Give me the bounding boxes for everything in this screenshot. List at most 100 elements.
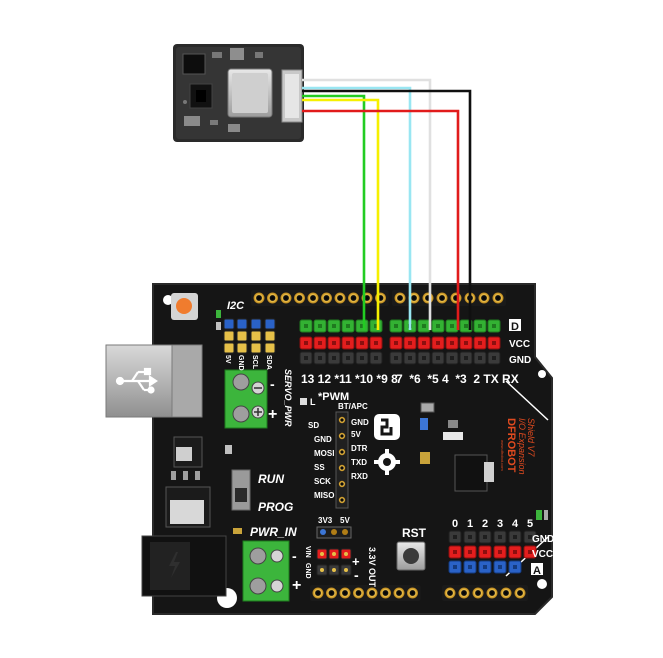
jumper-wire bbox=[302, 86, 412, 330]
analog-number: 5 bbox=[527, 518, 533, 530]
analog-header[interactable] bbox=[448, 530, 537, 574]
header-pin[interactable] bbox=[394, 292, 406, 304]
resistor bbox=[443, 432, 463, 440]
dc-jack bbox=[141, 535, 227, 597]
header-pin[interactable] bbox=[486, 587, 498, 599]
website-label: www.dfrobot.com bbox=[500, 440, 505, 471]
jumper-wire bbox=[302, 89, 472, 330]
i2c-pin-label: 5V bbox=[224, 355, 231, 364]
i2c-pin[interactable] bbox=[250, 318, 262, 330]
header-pin[interactable] bbox=[312, 587, 324, 599]
jumper-3v3-label: 3V3 bbox=[318, 516, 333, 525]
i2c-pin[interactable] bbox=[236, 318, 248, 330]
digital-numbers-left: 13 12 *11 *10 *9 8 bbox=[301, 372, 398, 386]
top-header-left[interactable] bbox=[251, 290, 389, 306]
i2c-pin[interactable] bbox=[223, 342, 235, 354]
analog-number: 1 bbox=[467, 518, 473, 530]
wires bbox=[302, 78, 472, 330]
i2c-pin[interactable] bbox=[236, 342, 248, 354]
header-pin[interactable] bbox=[458, 587, 470, 599]
servo-power-terminal[interactable] bbox=[224, 369, 268, 429]
spi-label: GND bbox=[314, 435, 332, 444]
analog-number: 2 bbox=[482, 518, 488, 530]
i2c-pin[interactable] bbox=[264, 342, 276, 354]
led-l bbox=[300, 398, 307, 405]
header-pin[interactable] bbox=[366, 587, 378, 599]
i2c-label: I2C bbox=[227, 300, 245, 312]
bt-pin[interactable] bbox=[338, 416, 346, 424]
bt-pin[interactable] bbox=[338, 496, 346, 504]
analog-number: 3 bbox=[497, 518, 503, 530]
bt-pin[interactable] bbox=[338, 448, 346, 456]
bottom-header-right[interactable] bbox=[442, 585, 528, 601]
header-pin[interactable] bbox=[326, 587, 337, 599]
header-pin[interactable] bbox=[375, 292, 386, 304]
header-pin[interactable] bbox=[514, 587, 526, 599]
bt-pin[interactable] bbox=[338, 464, 346, 472]
out-minus: - bbox=[354, 567, 359, 583]
bt-pin[interactable] bbox=[338, 480, 346, 488]
i2c-pin-label: SCL bbox=[251, 355, 258, 370]
i2c-header[interactable] bbox=[223, 318, 276, 354]
i2c-pin[interactable] bbox=[264, 330, 276, 342]
bt-pin[interactable] bbox=[338, 432, 346, 440]
crystal bbox=[420, 402, 435, 413]
spi-label: SS bbox=[314, 463, 325, 472]
jumper-5v-label: 5V bbox=[340, 516, 350, 525]
header-pin[interactable] bbox=[253, 292, 265, 304]
header-pin[interactable] bbox=[380, 587, 391, 599]
i2c-pin[interactable] bbox=[250, 342, 262, 354]
led-blue bbox=[420, 418, 428, 430]
pwr-minus: - bbox=[292, 548, 297, 564]
bt-apc-label: 5V bbox=[351, 430, 361, 439]
header-pin[interactable] bbox=[444, 587, 456, 599]
header-pin[interactable] bbox=[450, 292, 462, 304]
analog-number: 4 bbox=[512, 518, 519, 530]
header-pin[interactable] bbox=[339, 587, 351, 599]
reset-button-cap[interactable] bbox=[176, 298, 192, 314]
header-pin[interactable] bbox=[436, 292, 448, 304]
header-pin[interactable] bbox=[294, 292, 305, 304]
header-pin[interactable] bbox=[500, 587, 512, 599]
header-pin[interactable] bbox=[348, 292, 359, 304]
out-3v3-label: 3.3V OUT bbox=[367, 547, 377, 588]
rst-button-cap[interactable] bbox=[403, 548, 419, 564]
vin-header[interactable] bbox=[316, 548, 352, 576]
i2c-pin-label: SDA bbox=[265, 355, 272, 370]
header-pin[interactable] bbox=[407, 587, 418, 599]
i2c-pin[interactable] bbox=[250, 330, 262, 342]
header-pin[interactable] bbox=[492, 292, 504, 304]
header-pin[interactable] bbox=[353, 587, 364, 599]
header-pin[interactable] bbox=[307, 292, 319, 304]
header-pin[interactable] bbox=[280, 292, 292, 304]
jumper-wire bbox=[302, 98, 380, 330]
run-label: RUN bbox=[258, 472, 284, 486]
i2c-pin[interactable] bbox=[264, 318, 276, 330]
product-line2: Shield V7 bbox=[526, 418, 536, 458]
vin-gnd-label: GND bbox=[304, 563, 311, 579]
i2c-pin[interactable] bbox=[223, 318, 235, 330]
gear-icon bbox=[374, 449, 400, 475]
bt-apc-header[interactable] bbox=[335, 411, 349, 509]
i2c-pin[interactable] bbox=[223, 330, 235, 342]
usb-connector bbox=[105, 344, 203, 418]
digital-numbers-right: 7 *6 *5 4 *3 2 TX RX bbox=[396, 372, 519, 386]
header-pin[interactable] bbox=[422, 292, 434, 304]
led-l-label: L bbox=[310, 397, 316, 407]
header-pin[interactable] bbox=[472, 587, 484, 599]
analog-vcc-label: VCC bbox=[532, 549, 553, 560]
bottom-header-left[interactable] bbox=[310, 585, 421, 601]
usb-icon bbox=[115, 367, 158, 394]
header-pin[interactable] bbox=[393, 587, 405, 599]
mount-hole bbox=[538, 370, 546, 378]
header-pin[interactable] bbox=[478, 292, 490, 304]
header-pin[interactable] bbox=[334, 292, 346, 304]
header-pin[interactable] bbox=[267, 292, 278, 304]
analog-gnd-label: GND bbox=[532, 534, 554, 545]
header-pin[interactable] bbox=[321, 292, 332, 304]
led-green bbox=[536, 510, 542, 520]
pwr-in-terminal[interactable] bbox=[242, 540, 290, 602]
i2c-pin[interactable] bbox=[236, 330, 248, 342]
